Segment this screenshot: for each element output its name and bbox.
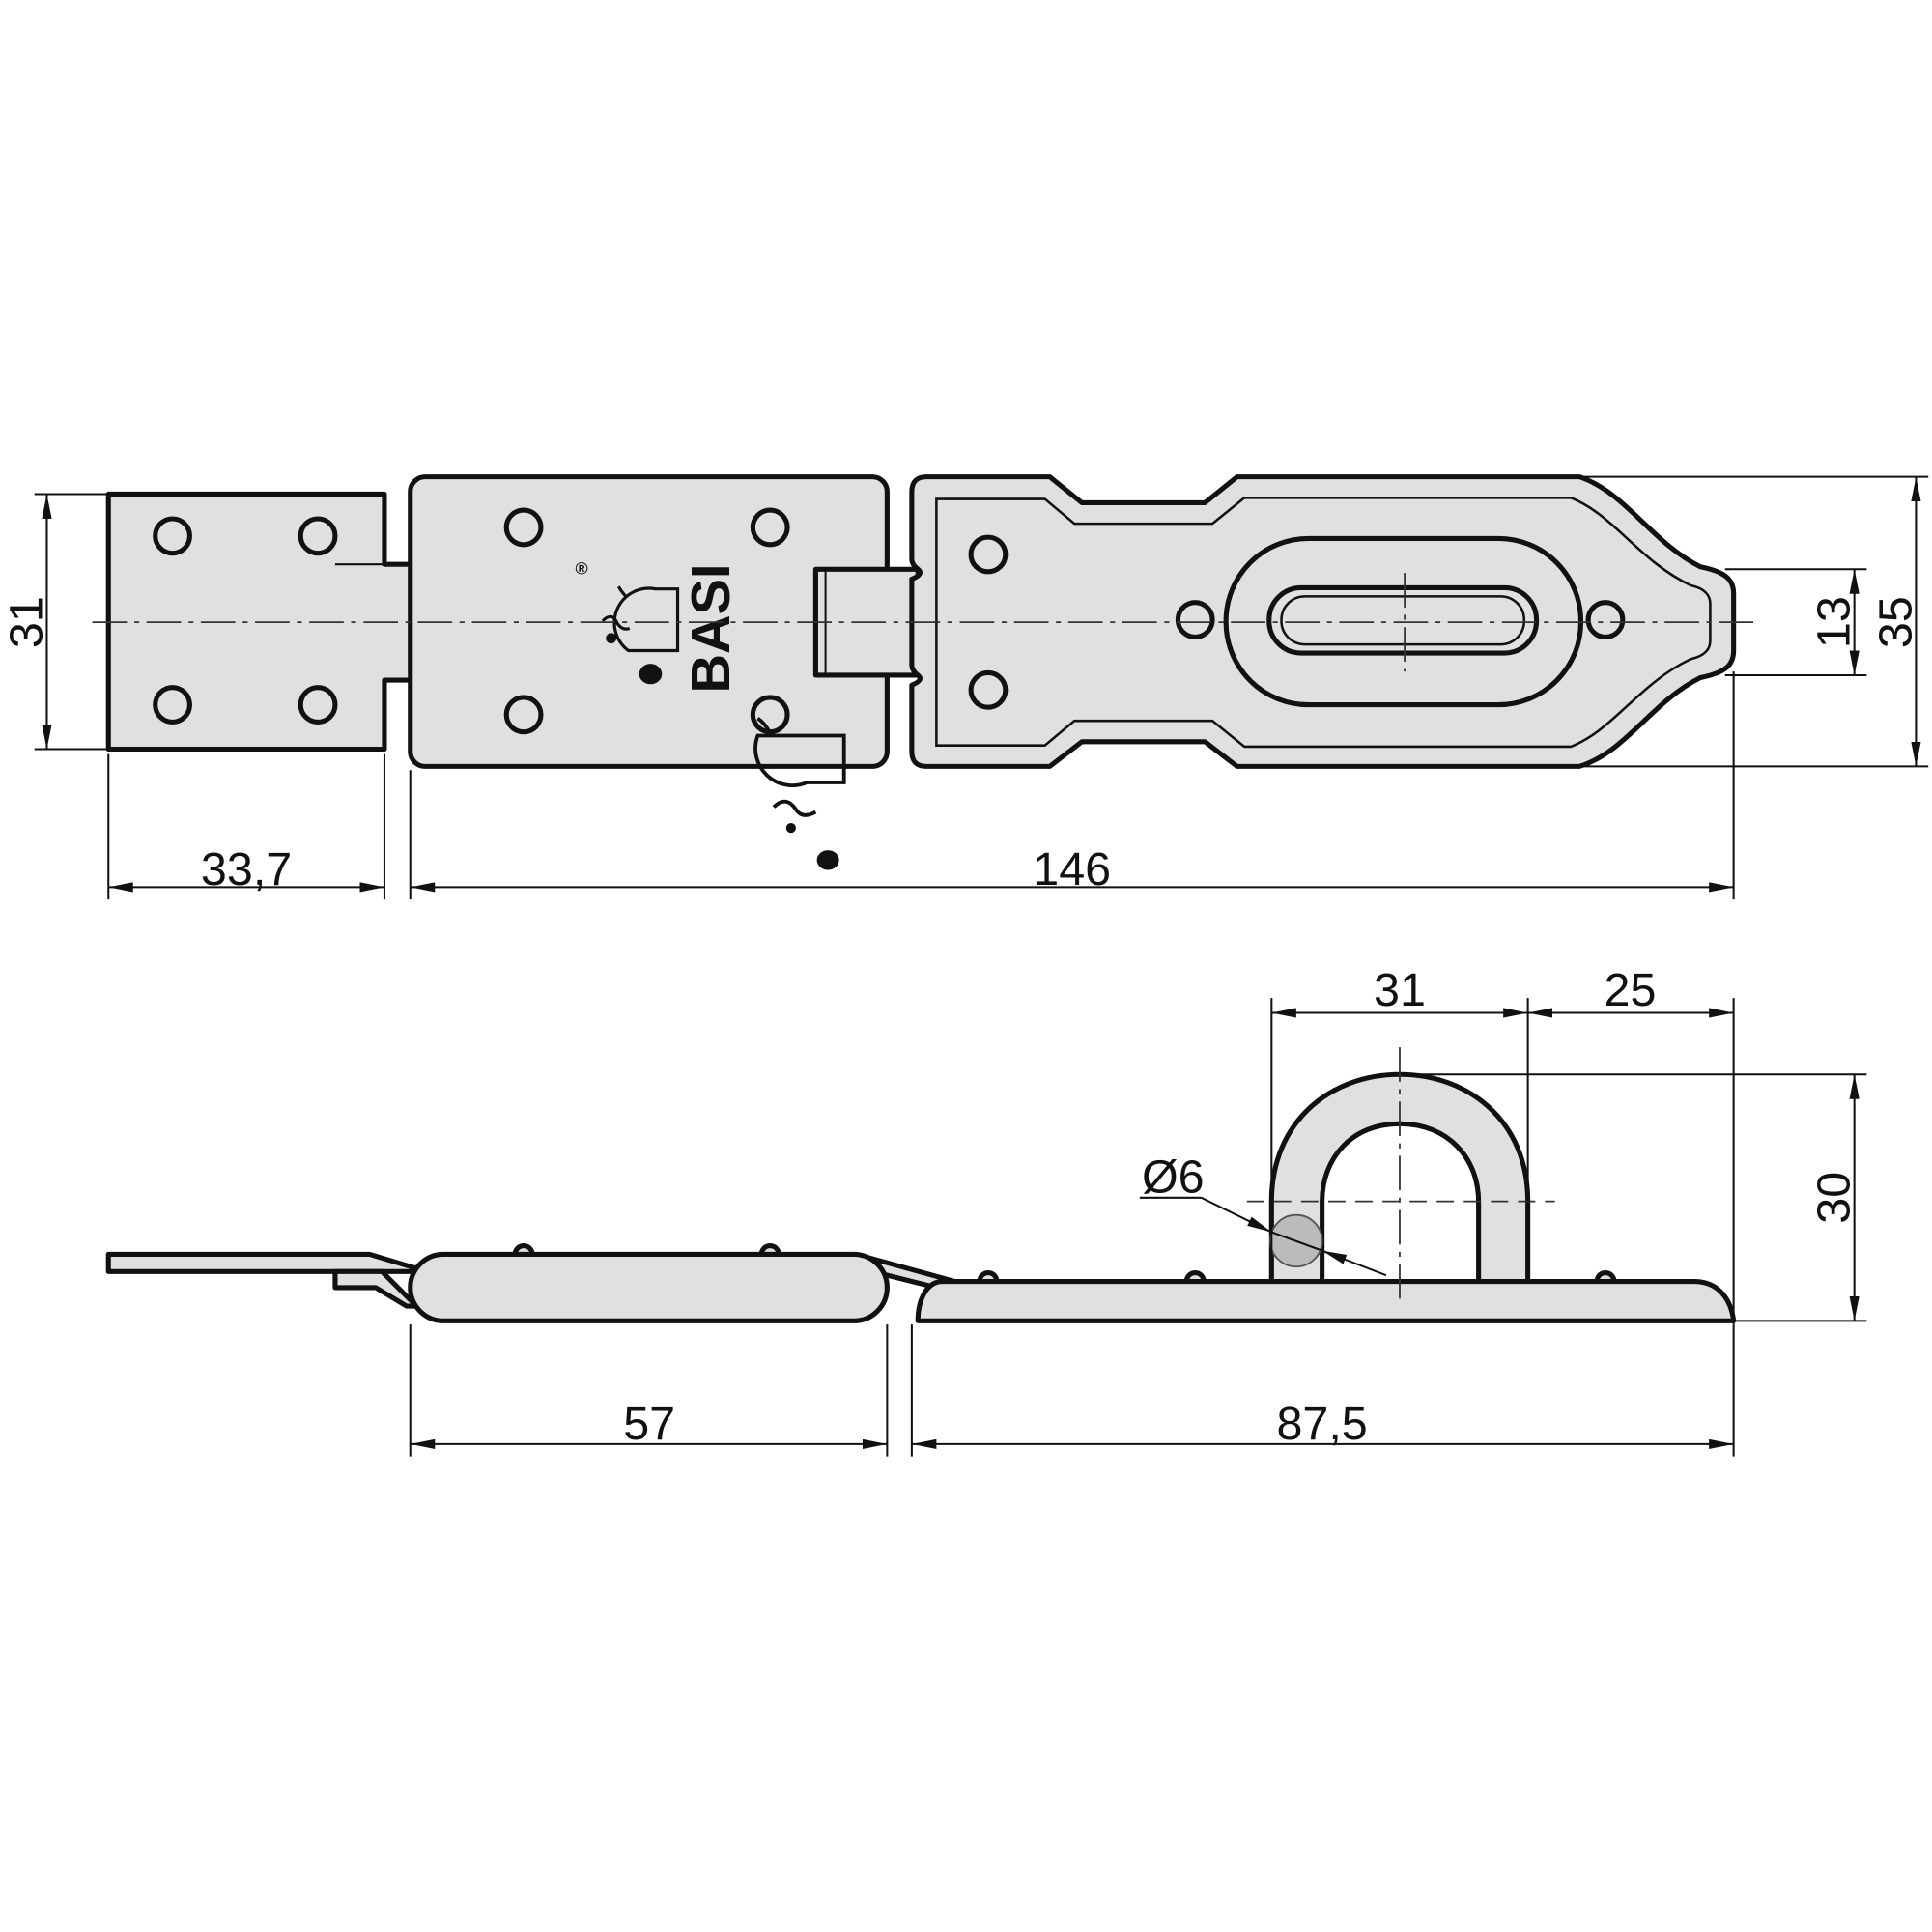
- screw-hole: [750, 507, 790, 548]
- hasp-emboss: [935, 497, 1712, 749]
- top-view: ® ® BASI 31 13 35: [0, 474, 1929, 900]
- dim-31-height: 31: [0, 596, 52, 648]
- screw-hole: [968, 534, 1009, 575]
- screw-hole: [153, 685, 192, 724]
- mounting-holes: [153, 507, 1626, 735]
- screw-hole: [298, 685, 338, 724]
- dim-33-7-length: 33,7: [201, 843, 292, 895]
- brand-text: BASI: [680, 563, 741, 693]
- dim-57-length: 57: [623, 1398, 675, 1450]
- dim-31-staple: 31: [1374, 964, 1426, 1016]
- screw-hole: [153, 516, 192, 556]
- screw-hole: [1585, 600, 1626, 639]
- dim-25-end: 25: [1605, 964, 1657, 1016]
- dim-diameter-6: Ø6: [1142, 1151, 1205, 1204]
- side-dimensions: 31 25 30 Ø6 57 87,5: [409, 964, 1867, 1457]
- screw-hole: [1175, 600, 1215, 639]
- screw-hole: [750, 695, 790, 735]
- dim-35-height: 35: [1869, 596, 1921, 648]
- dim-13-slot: 13: [1808, 596, 1861, 648]
- dim-146-length: 146: [1033, 843, 1111, 895]
- screw-hole: [298, 516, 338, 556]
- dim-30-height: 30: [1808, 1172, 1861, 1224]
- screw-hole: [503, 695, 544, 735]
- screw-hole: [503, 507, 544, 548]
- logo-head: [601, 585, 680, 685]
- slot: [1266, 584, 1540, 656]
- top-dimensions: 31 13 35 33,7 146: [0, 475, 1929, 900]
- screw-hole: [968, 669, 1009, 710]
- staple-plate-side: [105, 1251, 422, 1274]
- side-view: 31 25 30 Ø6 57 87,5: [105, 964, 1867, 1457]
- registered-mark: ®: [575, 558, 587, 578]
- basi-logo: ®: [753, 717, 846, 870]
- hasp-leaf-side: [915, 1278, 1737, 1323]
- hinge-leaf-side: [408, 1251, 890, 1323]
- dim-87-5-length: 87,5: [1276, 1398, 1367, 1450]
